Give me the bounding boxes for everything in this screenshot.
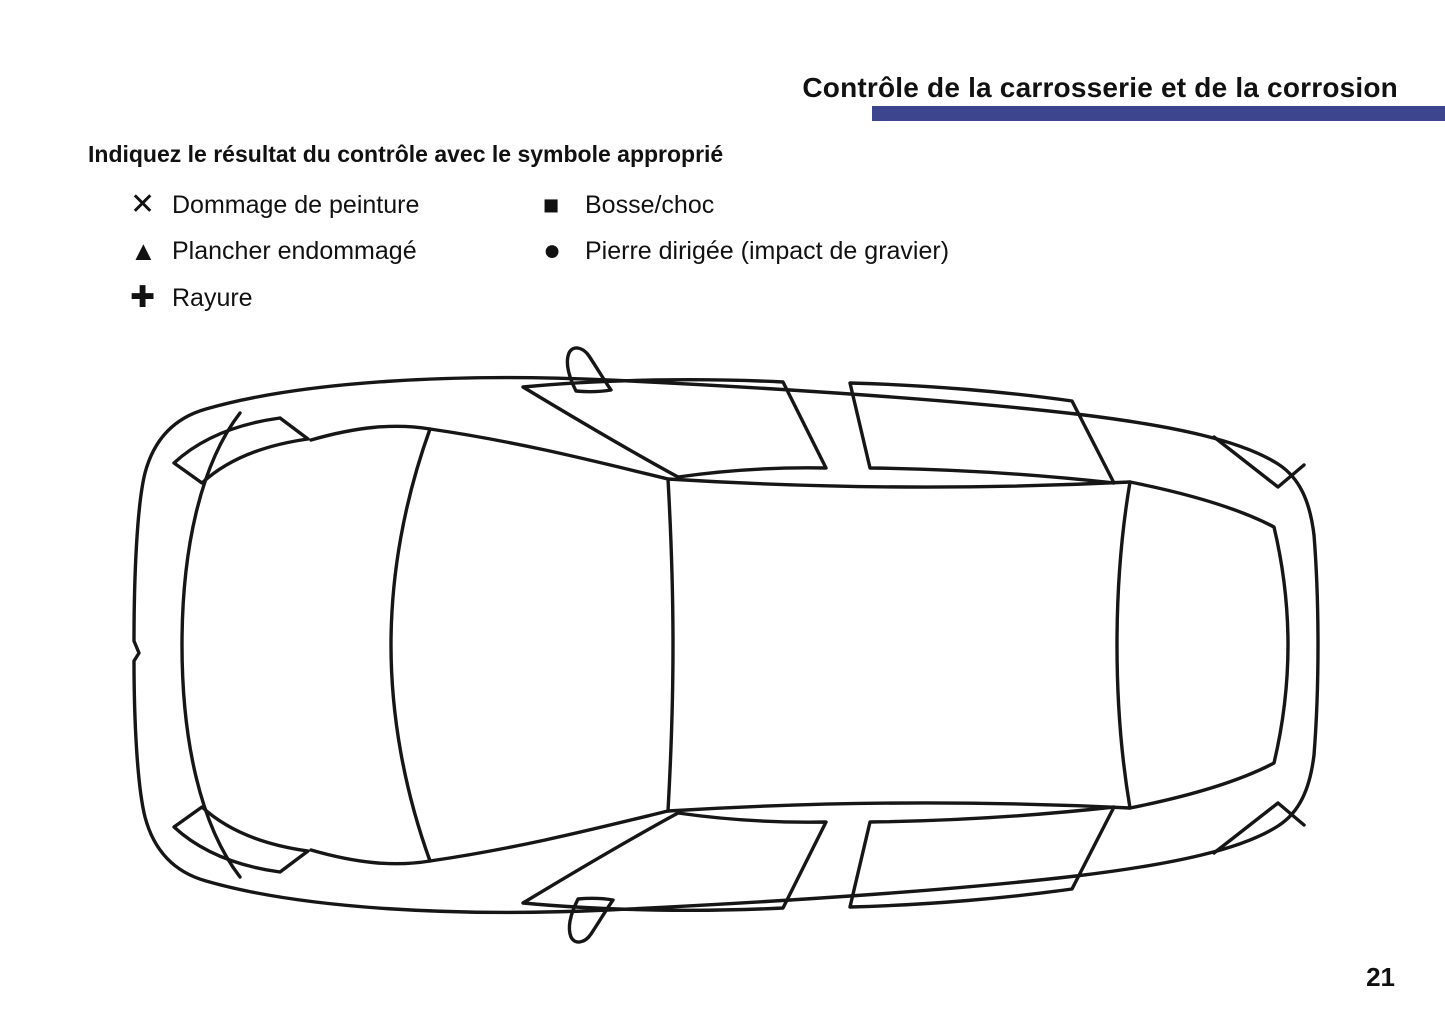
legend-label: Dommage de peinture xyxy=(172,190,420,219)
rear-seam-bottom xyxy=(1212,801,1306,855)
legend-label: Pierre dirigée (impact de gravier) xyxy=(585,236,950,265)
rear-window xyxy=(1115,480,1290,810)
headlight-bottom xyxy=(172,805,310,874)
side-mirror-top xyxy=(565,346,613,394)
legend-item-dent: ■ Bosse/choc xyxy=(543,187,714,223)
roof-line-top xyxy=(666,477,1132,489)
car-body-outline xyxy=(132,375,1320,915)
circle-icon: ● xyxy=(543,234,562,267)
side-mirror-bottom xyxy=(567,896,615,944)
triangle-icon: ▲ xyxy=(130,235,157,266)
legend-label: Bosse/choc xyxy=(585,190,715,219)
front-bumper-line xyxy=(180,411,242,879)
roof-line-bottom xyxy=(666,801,1132,813)
hood-line-bottom xyxy=(309,848,432,866)
rear-seam-top xyxy=(1212,435,1306,489)
title-underline-bar xyxy=(872,106,1445,121)
side-window-front-top xyxy=(521,378,828,479)
side-window-front-bottom xyxy=(521,811,828,912)
page-number: 21 xyxy=(1366,962,1395,992)
side-window-rear-bottom xyxy=(848,805,1116,909)
side-window-rear-top xyxy=(848,381,1116,485)
plus-icon: ✚ xyxy=(130,281,156,314)
page-title: Contrôle de la carrosserie et de la corr… xyxy=(802,72,1398,103)
x-mark-icon: ✕ xyxy=(130,188,156,221)
instruction-text: Indiquez le résultat du contrôle avec le… xyxy=(88,141,724,167)
legend-item-scratch: ✚ Rayure xyxy=(130,280,253,316)
square-icon: ■ xyxy=(543,189,560,220)
legend-label: Rayure xyxy=(172,283,253,312)
hood-line-top xyxy=(309,424,432,442)
legend-item-paint-damage: ✕ Dommage de peinture xyxy=(130,187,419,223)
legend-label: Plancher endommagé xyxy=(172,236,417,265)
headlight-top xyxy=(172,416,310,485)
legend-item-damaged-floor: ▲ Plancher endommagé xyxy=(130,233,417,269)
windshield xyxy=(389,427,675,863)
car-top-view-diagram xyxy=(132,346,1320,944)
legend-item-stone-chip: ● Pierre dirigée (impact de gravier) xyxy=(543,233,949,269)
